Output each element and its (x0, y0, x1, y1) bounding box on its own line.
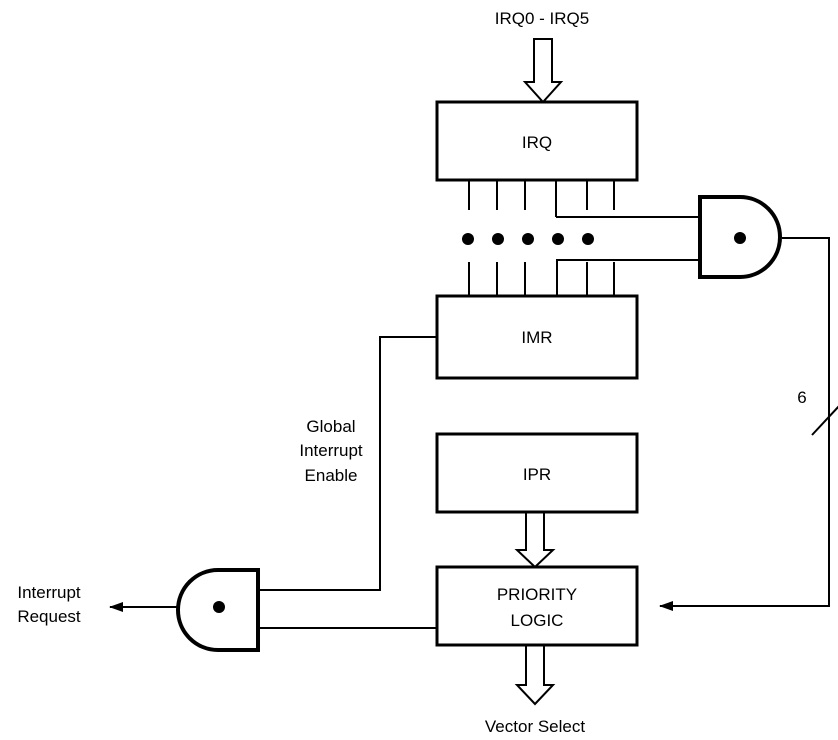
vector-bus-line (659, 237, 830, 611)
global-enable-label-line3: Enable (305, 466, 358, 485)
top-and-gate-dot (734, 232, 746, 244)
irq-bit-lines (468, 180, 615, 217)
vector-select-label: Vector Select (485, 717, 585, 736)
priority-logic-label-line2: LOGIC (511, 611, 564, 630)
input-bus-arrow (522, 38, 564, 104)
global-enable-line (258, 336, 437, 591)
input-label: IRQ0 - IRQ5 (495, 9, 589, 28)
interrupt-request-label-line1: Interrupt (17, 583, 81, 602)
ipr-label: IPR (523, 465, 551, 484)
vector-select-arrow (514, 644, 556, 706)
bottom-and-gate-dot (213, 601, 225, 613)
imr-bit-lines (468, 262, 615, 296)
ellipsis-dots (462, 233, 594, 245)
bus-width-label: 6 (797, 388, 806, 407)
ipr-to-priority-arrow (514, 511, 556, 569)
priority-logic-label-line1: PRIORITY (497, 585, 577, 604)
bus-width-slash (811, 405, 838, 436)
priority-logic-block (435, 565, 639, 647)
global-enable-label-line1: Global (306, 417, 355, 436)
interrupt-request-label-line2: Request (17, 607, 81, 626)
imr-label: IMR (521, 328, 552, 347)
imr-block (435, 294, 639, 380)
global-enable-label-line2: Interrupt (299, 441, 363, 460)
ipr-block (435, 432, 639, 514)
irq-label: IRQ (522, 133, 552, 152)
irq-block (435, 100, 639, 182)
and-gate-inputs (556, 216, 700, 292)
